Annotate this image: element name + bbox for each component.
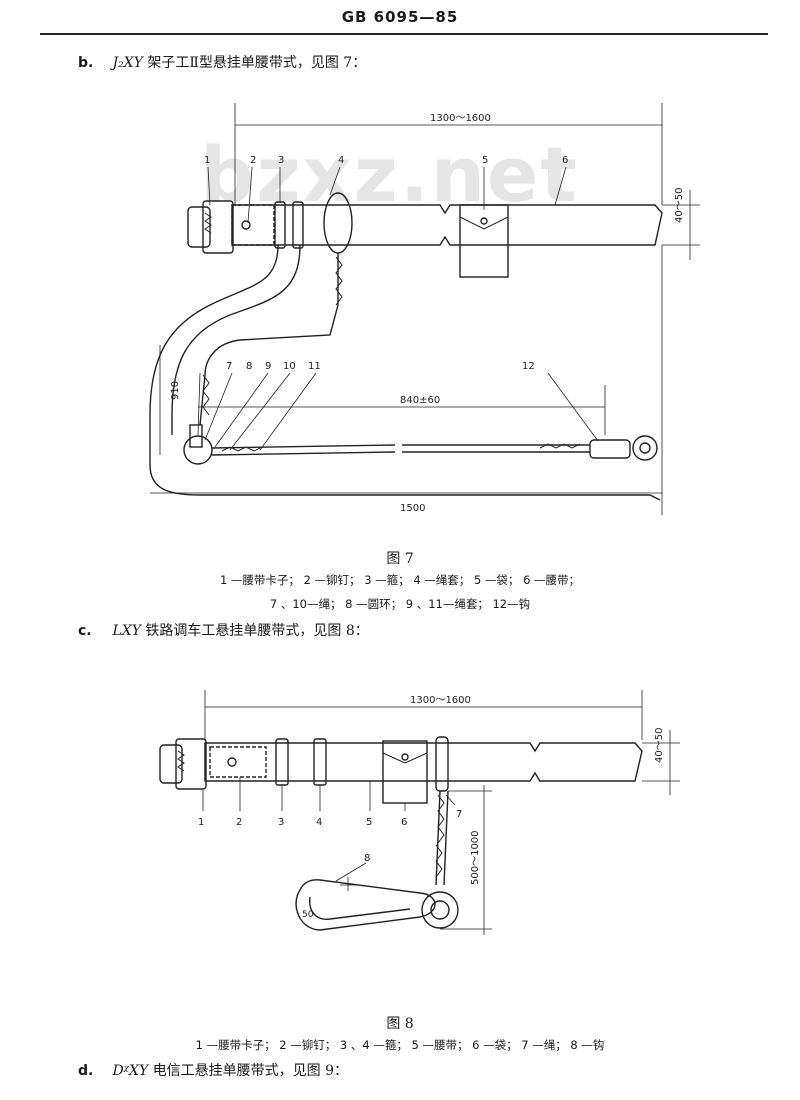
fig7-dim-rope-length: 840±60 [400, 395, 440, 406]
section-b-paragraph: b. J₂XY 架子工Ⅱ型悬挂单腰带式，见图 7： [78, 52, 366, 72]
section-b-text: 架子工Ⅱ型悬挂单腰带式，见图 7： [147, 55, 367, 71]
section-b-label: b. [78, 55, 94, 71]
fig8-dim-rope-length: 500～1000 [470, 830, 481, 885]
section-c-text: 铁路调车工悬挂单腰带式，见图 8： [145, 623, 369, 639]
fig8-part-8: 8 [364, 853, 370, 864]
section-c-paragraph: c. LXY 铁路调车工悬挂单腰带式，见图 8： [78, 620, 369, 640]
fig7-part-6: 6 [562, 155, 568, 166]
fig7-part-10: 10 [283, 361, 296, 372]
figure-8-drawing: 1300～1600 40～50 500～1000 50 1 2 3 4 5 6 … [159, 690, 680, 935]
fig7-part-7: 7 [226, 361, 232, 372]
watermark: bzxz.net [200, 130, 579, 219]
figure-7-legend-line-2: 7 、10—绳； 8 —圆环； 9 、11—绳套； 12—钩 [269, 597, 531, 611]
figure-7-legend-line-1: 1 —腰带卡子； 2 —铆钉； 3 —箍； 4 —绳套； 5 —袋； 6 —腰带… [219, 573, 581, 587]
figure-8-legend-line-1: 1 —腰带卡子； 2 —铆钉； 3 、4 —箍； 5 —腰带； 6 —袋； 7 … [195, 1038, 605, 1052]
fig7-part-4: 4 [338, 155, 344, 166]
fig7-part-2: 2 [250, 155, 256, 166]
fig7-part-11: 11 [308, 361, 321, 372]
fig7-dim-total: 1500 [400, 503, 425, 514]
section-c-label: c. [78, 623, 92, 639]
section-d-model-code: DᵡXY [112, 1063, 149, 1079]
section-b-model-code: J₂XY [112, 55, 143, 71]
fig8-part-4: 4 [316, 817, 322, 828]
header-rule [40, 33, 768, 35]
fig8-part-3: 3 [278, 817, 284, 828]
fig8-part-6: 6 [401, 817, 407, 828]
section-d-paragraph: d. DᵡXY 电信工悬挂单腰带式，见图 9： [78, 1060, 348, 1080]
fig7-part-8: 8 [246, 361, 252, 372]
fig8-dim-belt-width: 40～50 [654, 728, 665, 763]
fig7-part-5: 5 [482, 155, 488, 166]
fig8-dim-belt-length: 1300～1600 [410, 695, 471, 706]
fig7-dim-belt-width: 40～50 [674, 188, 685, 223]
fig7-dim-vertical: 910 [170, 381, 181, 400]
figure-7-drawing: 1300～1600 40～50 840±60 910 1500 1 2 3 4 … [149, 103, 700, 515]
fig7-part-9: 9 [265, 361, 271, 372]
figure-7-caption: 图 7 [386, 551, 414, 567]
section-d-label: d. [78, 1063, 94, 1079]
fig8-part-1: 1 [198, 817, 204, 828]
section-c-model-code: LXY [112, 623, 141, 639]
fig8-part-7: 7 [456, 809, 462, 820]
section-d-text: 电信工悬挂单腰带式，见图 9： [152, 1063, 349, 1079]
fig7-dim-belt-length: 1300～1600 [430, 113, 491, 124]
figure-8-caption: 图 8 [386, 1016, 414, 1032]
fig7-part-1: 1 [204, 155, 210, 166]
fig8-dim-hook: 50 [302, 910, 314, 920]
fig8-part-2: 2 [236, 817, 242, 828]
fig7-part-3: 3 [278, 155, 284, 166]
fig7-part-12: 12 [522, 361, 535, 372]
fig8-part-5: 5 [366, 817, 372, 828]
standard-code-header: GB 6095—85 [341, 8, 459, 26]
